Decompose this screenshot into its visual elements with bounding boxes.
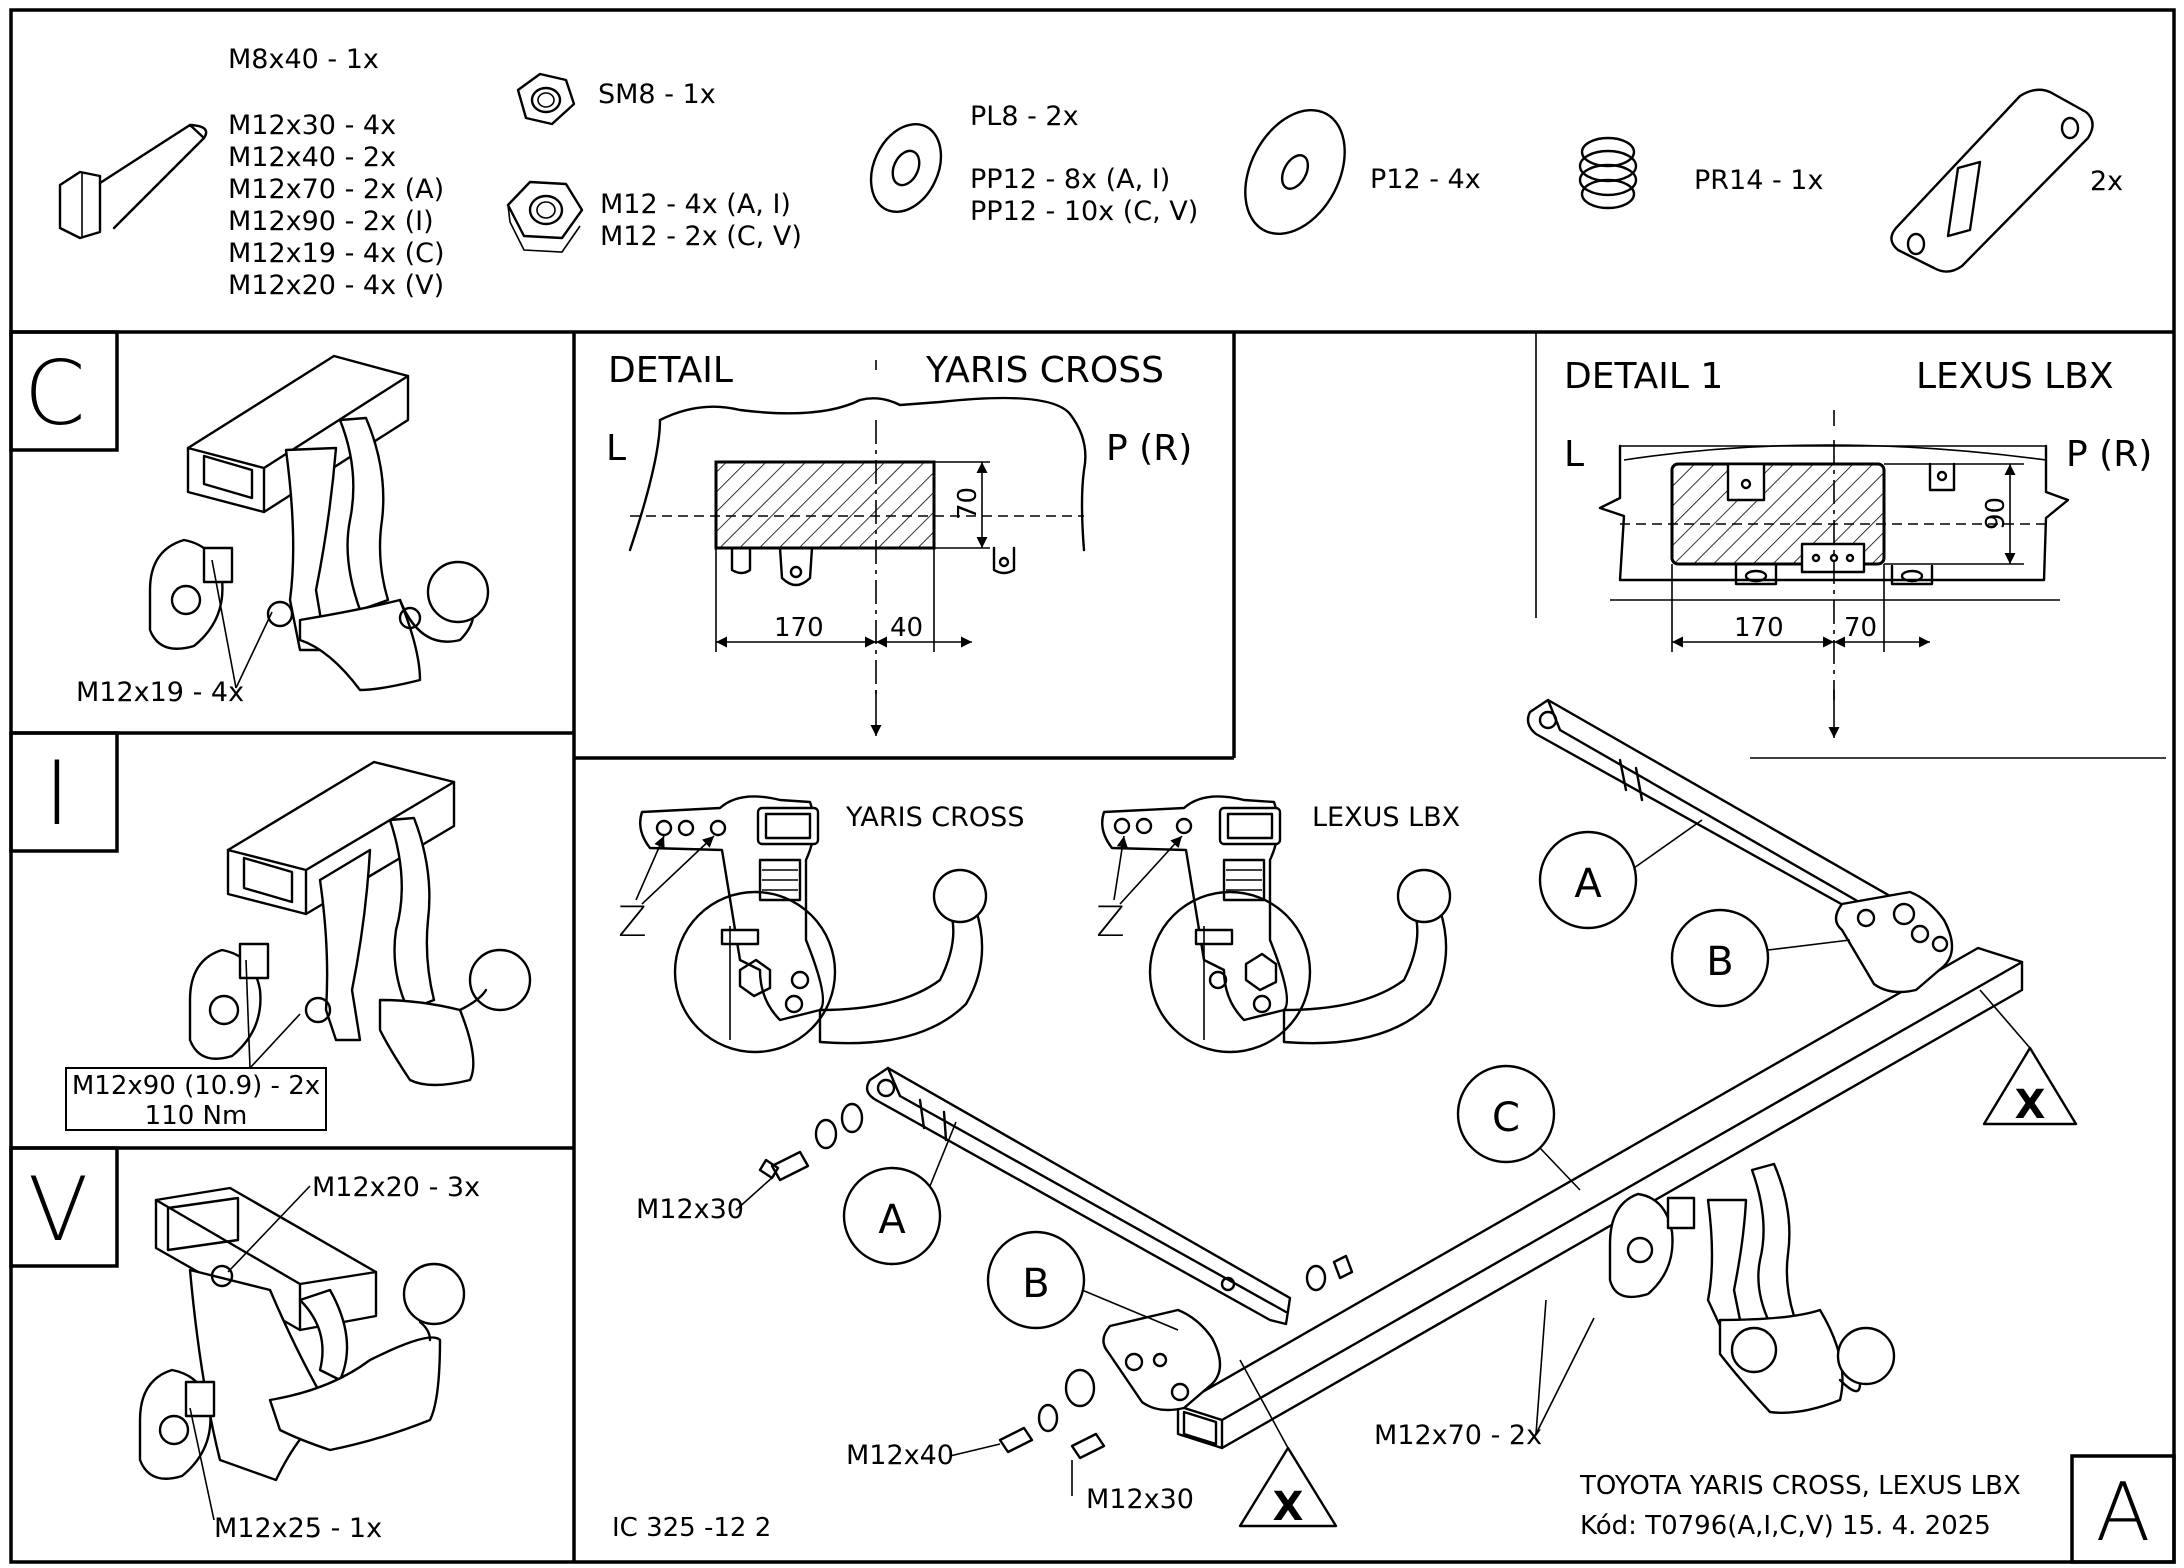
part-plate: 2x: [2090, 166, 2123, 197]
spring-icon: [1578, 136, 1638, 210]
section-x-lower: X: [1238, 1359, 1338, 1530]
detail-yaris-cross: DETAIL YARIS CROSS L P (R) 70 170 40: [606, 350, 1192, 736]
callout-a-upper: A: [1538, 819, 1703, 930]
washer-pl8-icon: [869, 122, 943, 214]
bolt-m12x40: M12x40: [846, 1440, 954, 1471]
part-washer: PL8 - 2x: [970, 101, 1079, 132]
variant-i-bolt: M12x90 (10.9) - 2x: [72, 1071, 320, 1101]
detail-left-label: L: [1564, 434, 1584, 475]
part-bolt-m8x40: M8x40 - 1x: [228, 44, 379, 75]
detail-left-label: L: [606, 428, 626, 469]
detail-yaris-model: YARIS CROSS: [925, 350, 1164, 391]
variant-v-bolt-bottom: M12x25 - 1x: [214, 1513, 382, 1544]
detail-lexus-title: DETAIL 1: [1564, 356, 1723, 397]
part-spring: PR14 - 1x: [1694, 165, 1823, 196]
mounting-plate-icon: [1890, 88, 2094, 273]
sheet-letter: A: [2096, 1466, 2151, 1559]
nut-m12-icon: [506, 180, 584, 253]
bolt-m12x30-bottom: M12x30: [1086, 1484, 1194, 1515]
callout-label: A: [878, 1197, 906, 1243]
kod-date: Kód: T0796(A,I,C,V) 15. 4. 2025: [1580, 1511, 1991, 1541]
mount-lexus-label: LEXUS LBX: [1312, 802, 1460, 833]
callout-label: B: [1022, 1261, 1049, 1307]
variant-i-torque: 110 Nm: [145, 1101, 248, 1131]
ball-coupling-c: [148, 354, 490, 692]
part-bolt: M12x20 - 4x (V): [228, 270, 444, 301]
detail-right-label: P (R): [1106, 428, 1192, 469]
dim-a: 170: [1734, 613, 1784, 643]
mount-lexus-z: Z: [1096, 897, 1125, 946]
ball-coupling-i: [188, 760, 532, 1087]
dim-b: 70: [1844, 613, 1877, 643]
mount-lexus: [1101, 795, 1452, 1054]
part-washer: PP12 - 8x (A, I): [970, 164, 1170, 195]
part-nut-m12: M12 - 2x (C, V): [600, 221, 802, 252]
bolt-icon: [58, 123, 208, 240]
end-plate-left: [1102, 1308, 1222, 1412]
dim-height: 90: [1981, 497, 2011, 530]
part-bolt: M12x19 - 4x (C): [228, 238, 445, 269]
part-bolt: M12x40 - 2x: [228, 142, 396, 173]
mount-yaris: [639, 795, 988, 1054]
part-nut-m12: M12 - 4x (A, I): [600, 189, 791, 220]
variant-v-letter: V: [28, 1158, 88, 1261]
ball-coupling-v: [138, 1186, 466, 1482]
drawing-code: IC 325 -12 2: [612, 1513, 771, 1543]
detail-yaris-title: DETAIL: [608, 350, 733, 391]
fasteners: [758, 1102, 1354, 1460]
dim-b: 40: [890, 613, 923, 643]
detail-lexus-lbx: DETAIL 1 LEXUS LBX L P (R) 90 170 70: [1564, 356, 2152, 738]
mount-yaris-z: Z: [618, 897, 647, 946]
vehicle-models: TOYOTA YARIS CROSS, LEXUS LBX: [1579, 1471, 2021, 1501]
variant-v-bolt-top: M12x20 - 3x: [312, 1172, 480, 1203]
crossbar: [1176, 946, 2024, 1450]
variant-c-letter: C: [24, 342, 85, 445]
section-x-label: X: [1273, 1484, 1304, 1530]
callout-b-upper: B: [1670, 908, 1851, 1008]
bolt-m12x70: M12x70 - 2x: [1374, 1420, 1542, 1451]
detail-lexus-model: LEXUS LBX: [1916, 356, 2114, 397]
part-washer-p12: P12 - 4x: [1370, 164, 1481, 195]
variant-c-bolt: M12x19 - 4x: [76, 677, 244, 708]
detail-right-label: P (R): [2066, 434, 2152, 475]
bolt-m12x30-left: M12x30: [636, 1194, 744, 1225]
side-bracket-left: [865, 1066, 1292, 1326]
nut-sm8-icon: [516, 72, 576, 126]
hitch-assembly: [1608, 1162, 1896, 1414]
dim-height: 70: [953, 487, 983, 520]
callout-a-lower: A: [842, 1121, 957, 1266]
variant-i-letter: I: [44, 742, 70, 845]
washer-p12-icon: [1244, 108, 1346, 236]
callout-label: B: [1706, 939, 1733, 985]
part-bolt: M12x70 - 2x (A): [228, 174, 444, 205]
callout-label: A: [1574, 861, 1602, 907]
part-bolt: M12x90 - 2x (I): [228, 206, 434, 237]
dim-a: 170: [774, 613, 824, 643]
part-bolt: M12x30 - 4x: [228, 110, 396, 141]
part-nut-sm8: SM8 - 1x: [598, 79, 716, 110]
callout-b-lower: B: [986, 1230, 1179, 1331]
section-x-label: X: [2015, 1082, 2046, 1128]
callout-label: C: [1492, 1095, 1520, 1141]
callout-c: C: [1456, 1064, 1581, 1191]
end-plate-right: [1834, 890, 1954, 994]
mount-yaris-label: YARIS CROSS: [845, 802, 1024, 833]
section-x-upper: X: [1979, 989, 2078, 1128]
part-washer: PP12 - 10x (C, V): [970, 196, 1198, 227]
